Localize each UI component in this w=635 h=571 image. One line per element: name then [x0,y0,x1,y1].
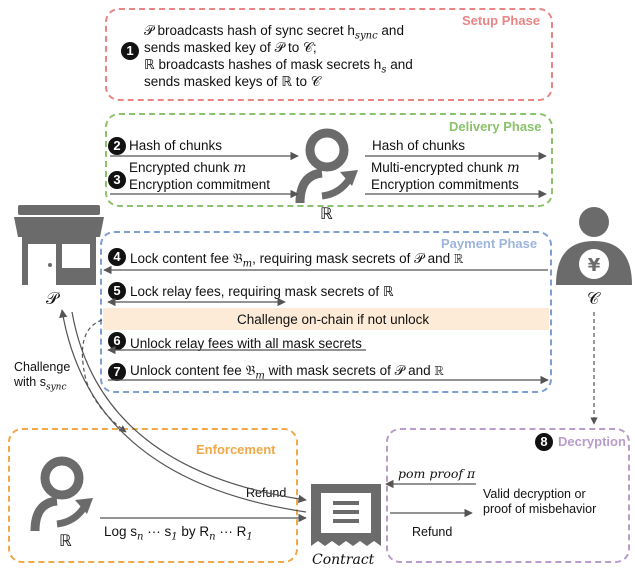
step-6-label: Unlock relay fees with all mask secrets [130,336,362,351]
step-2-badge: 2 [108,137,126,155]
challenge-sync-text: with s [14,375,46,389]
decryption-phase-title: Decryption [558,434,626,449]
log-dots-1: ··· s [143,524,172,539]
step-1-line-3-sub: s [381,64,387,76]
valid-decryption-line-1: Valid decryption or [483,487,586,501]
step-4-sub: m [242,258,253,270]
step-2-right-label: Hash of chunks [372,138,466,153]
log-sub-3: n [209,531,216,543]
step-3-left-var: m [233,160,247,176]
contract-label: Contract [312,552,375,568]
log-sub-1: n [137,531,144,543]
step-1-line-1-tail: and [377,23,404,38]
enforcement-phase-box [8,428,298,563]
challenge-sync-sub: sync [45,382,67,393]
step-1-line-4: sends masked keys of ℝ to 𝒞 [144,74,321,89]
step-1-line-1-sub: sync [354,30,378,42]
relay-enforce-icon [30,456,93,532]
challenge-label: Challenge on-chain if not unlock [237,312,430,327]
delivery-phase-box [105,113,553,207]
step-7-tail: with mask secrets of 𝒫 and ℝ [264,363,444,378]
step-4-tail: , requiring mask secrets of 𝒫 and ℝ [252,251,464,266]
step-7-badge: 7 [108,363,126,381]
step-1-line-1: 𝒫 broadcasts hash of sync secret hsync a… [144,22,404,45]
step-7-sub: m [255,370,265,382]
payment-phase-box [100,231,552,393]
challenge-sync-line-2: with ssync [14,375,67,396]
step-4-badge: 4 [108,248,126,266]
svg-text:¥: ¥ [588,255,601,276]
provider-label: 𝒫 [46,289,59,308]
decryption-refund-label: Refund [412,525,453,539]
relay-enforce-label: ℝ [59,533,72,550]
challenge-sync-line-1: Challenge [14,360,71,374]
step-1-badge: 1 [121,42,139,60]
step-3-left-text: Encrypted chunk [129,160,234,175]
step-3-left-line-1: Encrypted chunk m [129,159,246,177]
delivery-phase-title: Delivery Phase [449,119,542,134]
step-3-badge: 3 [108,171,126,189]
step-4-label: Lock content fee 𝔅m, requiring mask secr… [130,250,463,273]
step-3-right-text: Multi-encrypted chunk [371,160,507,175]
log-dots-2: ··· R [215,524,247,539]
step-2-left-label: Hash of chunks [129,138,223,153]
log-label: Log sn ··· s1 by Rn ··· R1 [104,523,253,546]
consumer-yen-icon: ¥ [556,207,632,285]
relay-icon [295,128,358,204]
log-prefix: Log s [104,524,138,539]
step-7-text: Unlock content fee 𝔅 [130,363,256,378]
enforcement-phase-title: Enforcement [196,442,276,457]
log-sub-2: 1 [171,531,178,543]
consumer-label: 𝒞 [587,289,600,308]
step-1-line-3: ℝ broadcasts hashes of mask secrets hs a… [144,56,413,79]
contract-icon [311,484,381,546]
step-1-line-1-text: 𝒫 broadcasts hash of sync secret h [144,23,355,38]
relay-label: ℝ [320,206,333,223]
step-3-left-line-2: Encryption commitment [129,177,271,192]
step-6-badge: 6 [108,332,126,350]
refund-arrow [71,311,307,504]
step-8-badge: 8 [535,433,553,451]
dispute-dashed-arrow [81,319,127,433]
challenge-arrow [59,309,307,513]
step-1-line-2: sends masked key of 𝒫 to 𝒞; [144,40,317,55]
store-icon [14,205,104,285]
payment-phase-title: Payment Phase [441,236,538,251]
setup-phase-box [105,8,553,101]
log-mid: by R [177,524,210,539]
step-3-right-line-2: Encryption commitments [371,177,519,192]
step-5-badge: 5 [108,282,126,300]
valid-decryption-line-2: proof of misbehavior [483,502,597,516]
step-1-line-3-tail: and [386,57,413,72]
pom-proof-label: pom proof π [398,466,476,481]
step-7-label: Unlock content fee 𝔅m with mask secrets … [130,362,444,385]
step-3-right-var: m [506,160,520,176]
step-3-right-line-1: Multi-encrypted chunk m [371,159,520,177]
decryption-phase-box [386,428,630,563]
challenge-band [103,308,549,330]
setup-phase-title: Setup Phase [462,13,541,28]
step-5-label: Lock relay fees, requiring mask secrets … [130,284,394,299]
step-4-text: Lock content fee 𝔅 [130,251,243,266]
log-sub-4: 1 [246,531,253,543]
step-1-line-3-text: ℝ broadcasts hashes of mask secrets h [144,57,382,72]
